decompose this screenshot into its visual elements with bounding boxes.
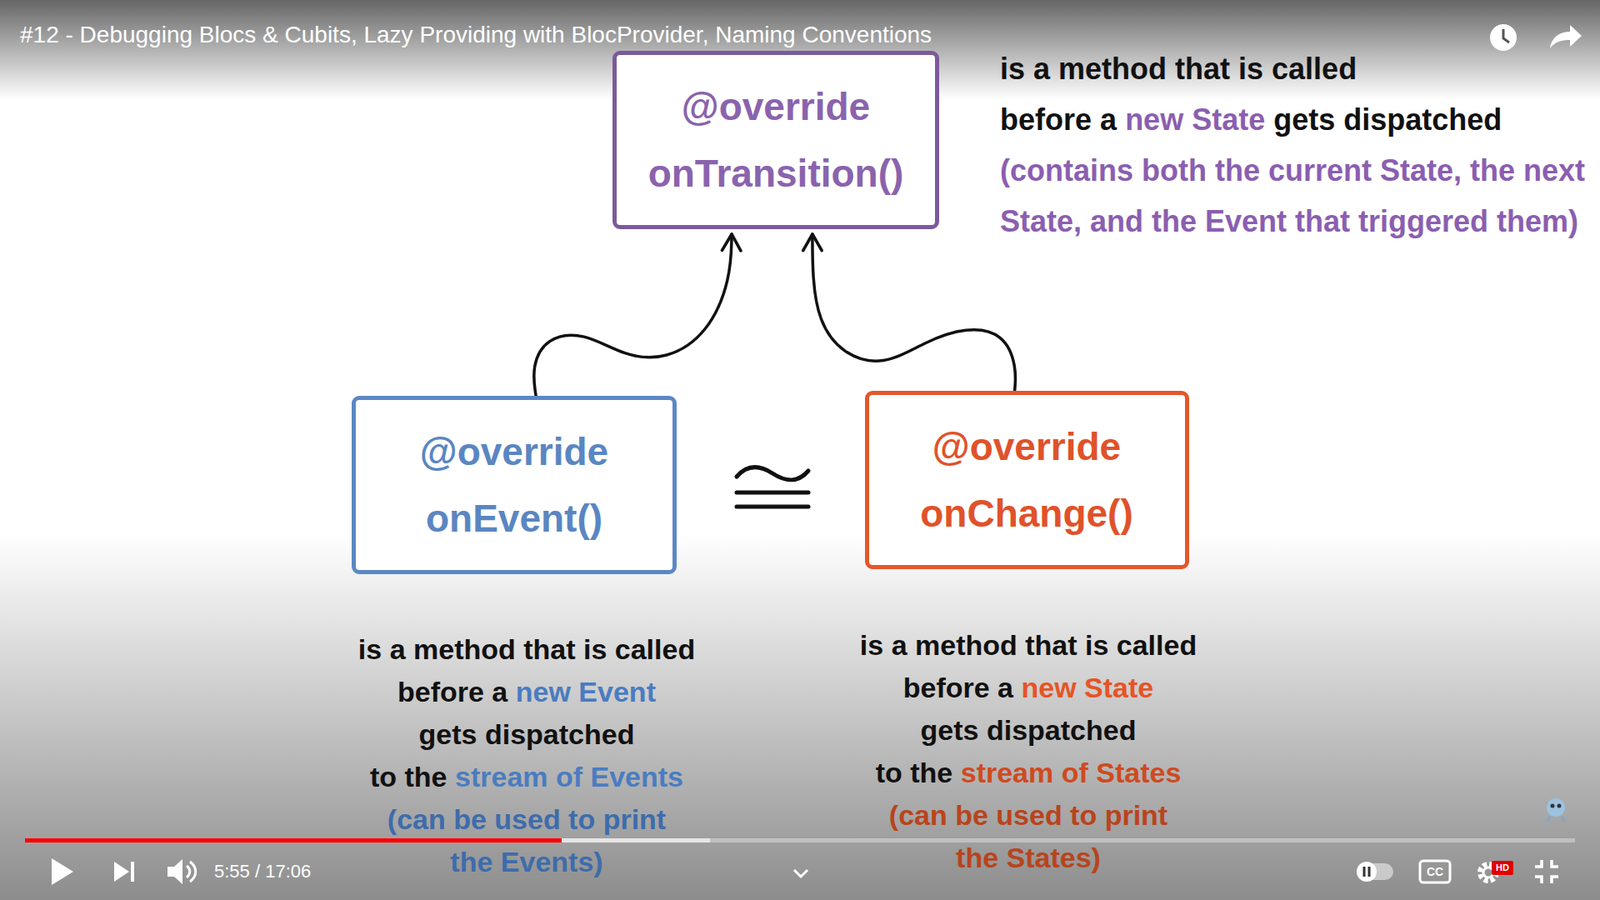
transition-description: is a method that is called before anew St… [1000,43,1594,247]
text-line: is a method that is called [326,628,727,671]
progress-played [25,838,562,843]
player-time: 5:55 / 17:06 [214,860,398,884]
clock-hands [1503,29,1510,43]
description-text: new Event [515,675,656,708]
mascot-feet [1546,816,1565,822]
description-text: stream of States [960,756,1182,789]
description-text: is a method that is called [860,629,1197,661]
description-text: gets dispatched [920,714,1137,746]
bottom-shade [0,533,1600,900]
bar-line [736,505,809,510]
description-text: HD [1495,862,1510,873]
description-text: to the [370,760,448,793]
cc-box [1420,860,1450,883]
text-line: gets dispatched [828,709,1229,752]
bar-line [736,490,809,495]
text-line: HD [1491,861,1514,875]
description-text: (can be used to print the States) [889,799,1168,874]
mascot-head [1546,798,1565,817]
event-description: is a method that is called before anew Ev… [326,628,727,884]
description-text: is a method that is called [1000,51,1357,86]
volume-waves [186,861,196,882]
text-line: to thestream of States [828,751,1229,795]
wave-line [736,467,809,480]
next-bar [130,861,135,882]
description-text: stream of Events [455,760,684,793]
text-line: before anew State [828,666,1229,710]
description-text: is a method that is called [358,633,695,665]
method-name: @override onEvent() [420,418,609,552]
fullscreen-exit-icon [1535,860,1559,884]
hd-badge [1491,860,1514,875]
next-icon [114,861,130,882]
description-text: new State [1021,671,1155,704]
clock-icon [1490,24,1517,51]
progress-loaded [25,838,710,843]
text-line: (contains both the current State, the ne… [1000,145,1594,247]
description-text: before a [397,675,508,708]
mascot-eye [1550,804,1555,809]
method-name: @override onChange() [920,413,1134,547]
text-line: is a method that is called [1000,43,1594,95]
text-line: (can be used to print the Events) [383,798,671,884]
play-icon [51,858,74,885]
text-line: before anew Stategets dispatched [1000,94,1594,145]
description-text: before a [1000,102,1117,137]
change-box: @override onChange() [865,390,1190,570]
curved-arrow [812,234,1016,391]
description-text: new State [1125,102,1265,137]
text-line: gets dispatched [326,713,727,756]
event-box: @override onEvent() [351,395,677,575]
description-text: (can be used to print the Events) [387,803,666,878]
description-text: CC [1426,865,1444,879]
description-text: to the [875,756,954,789]
description-text: gets dispatched [1273,102,1502,137]
text-line: to thestream of Events [326,755,727,799]
transition-box: @override onTransition() [612,50,940,230]
text-line: (can be used to print the States) [885,794,1173,880]
method-name: @override onTransition() [648,73,905,207]
chevron-icon [794,870,808,877]
description-text: 5:55 / 17:06 [214,860,311,882]
share-icon [1550,25,1582,49]
pause-bars [1364,866,1370,877]
autoplay-knob [1356,861,1377,882]
text-line: CC [1420,863,1450,880]
text-line: before anew Event [326,670,727,714]
video-title: #12 - Debugging Blocs & Cubits, Lazy Pro… [20,21,932,49]
cc-text: CC [1420,863,1450,880]
description-text: gets dispatched [419,718,635,750]
description-text: before a [903,671,1014,704]
hd-text: HD [1491,861,1514,875]
text-line: is a method that is called [828,624,1229,667]
mascot-eye [1557,804,1562,809]
mascot-icon [1546,798,1565,822]
approx-equal-symbol [736,467,809,507]
curved-arrow [534,234,732,396]
text-line: 5:55 / 17:06 [214,860,398,884]
change-description: is a method that is called before anew St… [828,624,1229,880]
progress-track [25,838,1575,843]
volume-icon [167,859,183,885]
description-text: (contains both the current State, the ne… [1000,153,1585,239]
